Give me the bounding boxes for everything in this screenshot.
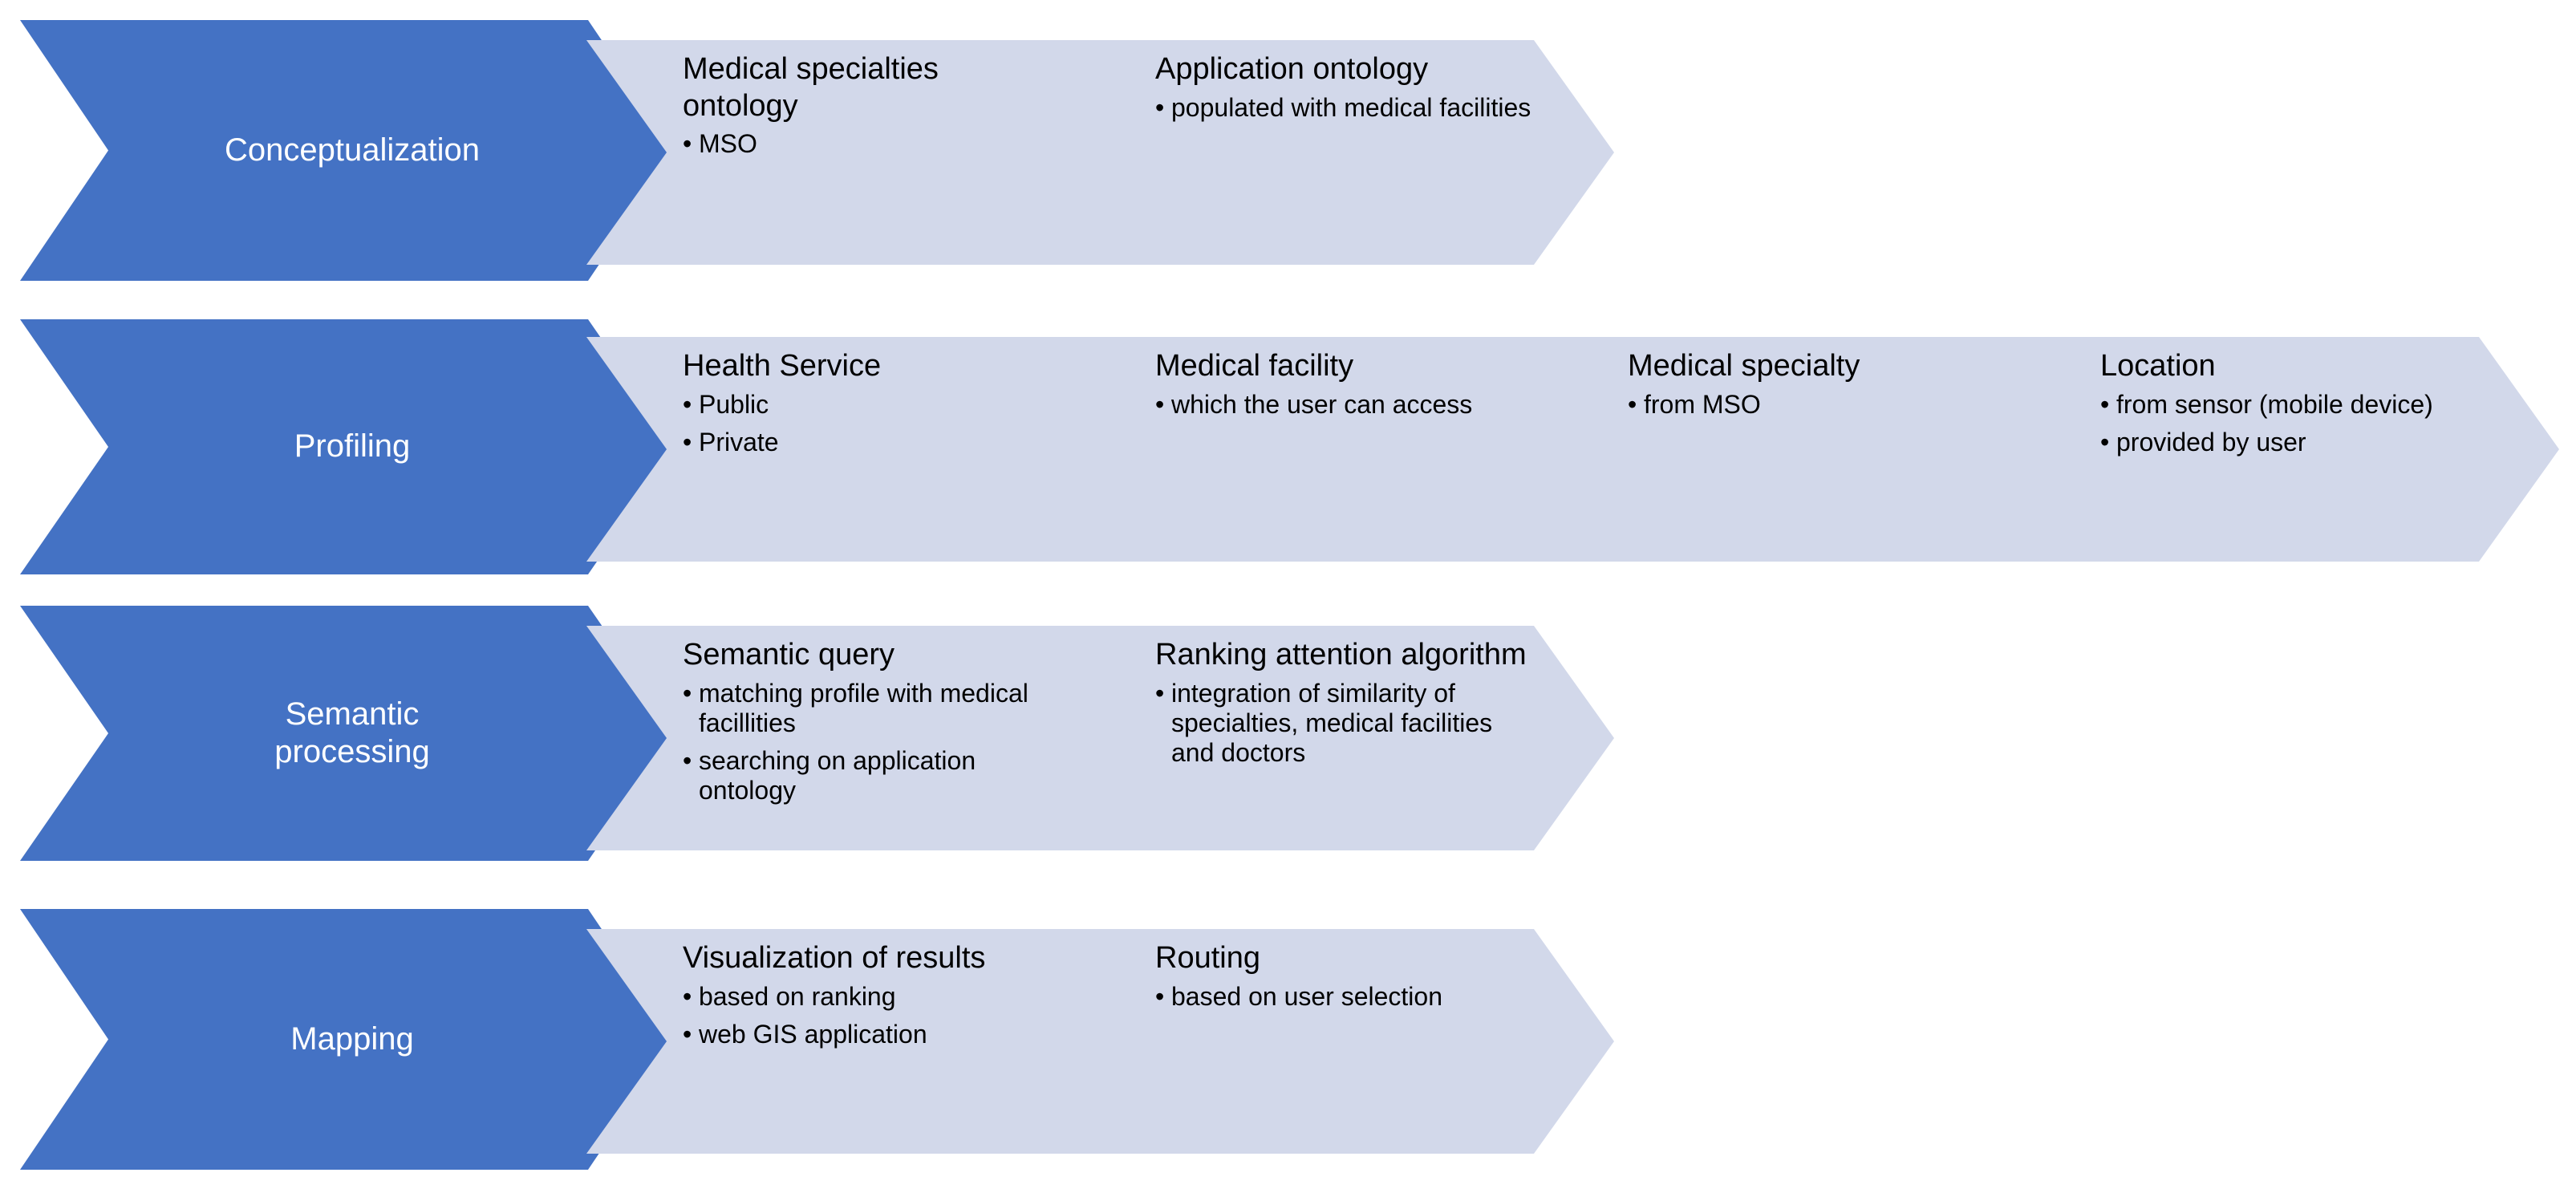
step-bullet: MSO — [683, 129, 1061, 159]
step-body: Application ontology populated with medi… — [1147, 40, 1542, 265]
step-bullet-list: from sensor (mobile device) provided by … — [2100, 390, 2479, 457]
step-bullet: Public — [683, 390, 1061, 420]
process-row-conceptualization: Conceptualization Medical specialties on… — [0, 0, 2576, 297]
step-title: Routing — [1155, 941, 1260, 975]
step-body: Semantic query matching profile with med… — [675, 626, 1069, 850]
step-title: Medical specialty — [1628, 349, 1860, 383]
step-bullet: integration of similarity of specialties… — [1155, 679, 1534, 768]
step-bullet: web GIS application — [683, 1020, 1061, 1049]
stage-chevron-conceptualization[interactable]: Conceptualization — [20, 20, 676, 281]
step-body: Visualization of results based on rankin… — [675, 929, 1069, 1154]
step-bullet-list: populated with medical facilities — [1155, 93, 1534, 123]
step-bullet: searching on application ontology — [683, 746, 1061, 805]
step-bullet: which the user can access — [1155, 390, 1534, 420]
stage-label-conceptualization: Conceptualization — [225, 132, 480, 168]
step-bullet-list: based on user selection — [1155, 982, 1534, 1012]
process-row-profiling: Profiling Health Service Public Private … — [0, 297, 2576, 598]
step-bullet: populated with medical facilities — [1155, 93, 1534, 123]
step-body: Location from sensor (mobile device) pro… — [2092, 337, 2487, 562]
stage-chevron-profiling[interactable]: Profiling — [20, 319, 676, 574]
step-chevron-semantic-query[interactable]: Semantic query matching profile with med… — [586, 626, 1142, 850]
stage-label-mapping: Mapping — [290, 1020, 414, 1057]
step-title: Health Service — [683, 349, 882, 383]
step-bullet: from sensor (mobile device) — [2100, 390, 2479, 420]
step-body: Routing based on user selection — [1147, 929, 1542, 1154]
step-bullet-list: matching profile with medical facillitie… — [683, 679, 1061, 805]
step-body: Ranking attention algorithm integration … — [1147, 626, 1542, 850]
step-chevron-medical-specialty[interactable]: Medical specialty from MSO — [1531, 337, 2087, 562]
step-chevron-medical-facility[interactable]: Medical facility which the user can acce… — [1059, 337, 1614, 562]
step-bullet: based on user selection — [1155, 982, 1534, 1012]
step-chevron-location[interactable]: Location from sensor (mobile device) pro… — [2004, 337, 2559, 562]
step-bullet-list: based on ranking web GIS application — [683, 982, 1061, 1049]
step-bullet-list: from MSO — [1628, 390, 2006, 420]
step-bullet: Private — [683, 428, 1061, 457]
step-title: Location — [2100, 349, 2216, 383]
step-title: Medical facility — [1155, 349, 1354, 383]
step-chevron-routing[interactable]: Routing based on user selection — [1059, 929, 1614, 1154]
step-bullet-list: MSO — [683, 129, 1061, 159]
step-body: Medical specialty from MSO — [1620, 337, 2014, 562]
step-chevron-ranking-attention-algorithm[interactable]: Ranking attention algorithm integration … — [1059, 626, 1614, 850]
step-body: Medical specialties ontology MSO — [675, 40, 1069, 265]
step-body: Medical facility which the user can acce… — [1147, 337, 1542, 562]
step-title: Medical specialties ontology — [683, 52, 939, 123]
step-bullet: matching profile with medical facillitie… — [683, 679, 1061, 738]
step-chevron-visualization-of-results[interactable]: Visualization of results based on rankin… — [586, 929, 1142, 1154]
step-title: Application ontology — [1155, 52, 1429, 86]
step-bullet: from MSO — [1628, 390, 2006, 420]
stage-label-semantic-processing: Semantic processing — [274, 696, 430, 769]
step-body: Health Service Public Private — [675, 337, 1069, 562]
step-bullet: based on ranking — [683, 982, 1061, 1012]
step-bullet: provided by user — [2100, 428, 2479, 457]
step-title: Visualization of results — [683, 941, 986, 975]
step-bullet-list: Public Private — [683, 390, 1061, 457]
step-bullet-list: integration of similarity of specialties… — [1155, 679, 1534, 768]
step-chevron-health-service[interactable]: Health Service Public Private — [586, 337, 1142, 562]
stage-label-profiling: Profiling — [294, 428, 411, 465]
stage-chevron-semantic-processing[interactable]: Semantic processing — [20, 606, 676, 861]
step-title: Ranking attention algorithm — [1155, 638, 1527, 672]
step-chevron-application-ontology[interactable]: Application ontology populated with medi… — [1059, 40, 1614, 265]
process-row-mapping: Mapping Visualization of results based o… — [0, 903, 2576, 1201]
step-bullet-list: which the user can access — [1155, 390, 1534, 420]
process-row-semantic-processing: Semantic processing Semantic query match… — [0, 598, 2576, 903]
stage-chevron-mapping[interactable]: Mapping — [20, 909, 676, 1170]
step-chevron-medical-specialties-ontology[interactable]: Medical specialties ontology MSO — [586, 40, 1142, 265]
step-title: Semantic query — [683, 638, 895, 672]
